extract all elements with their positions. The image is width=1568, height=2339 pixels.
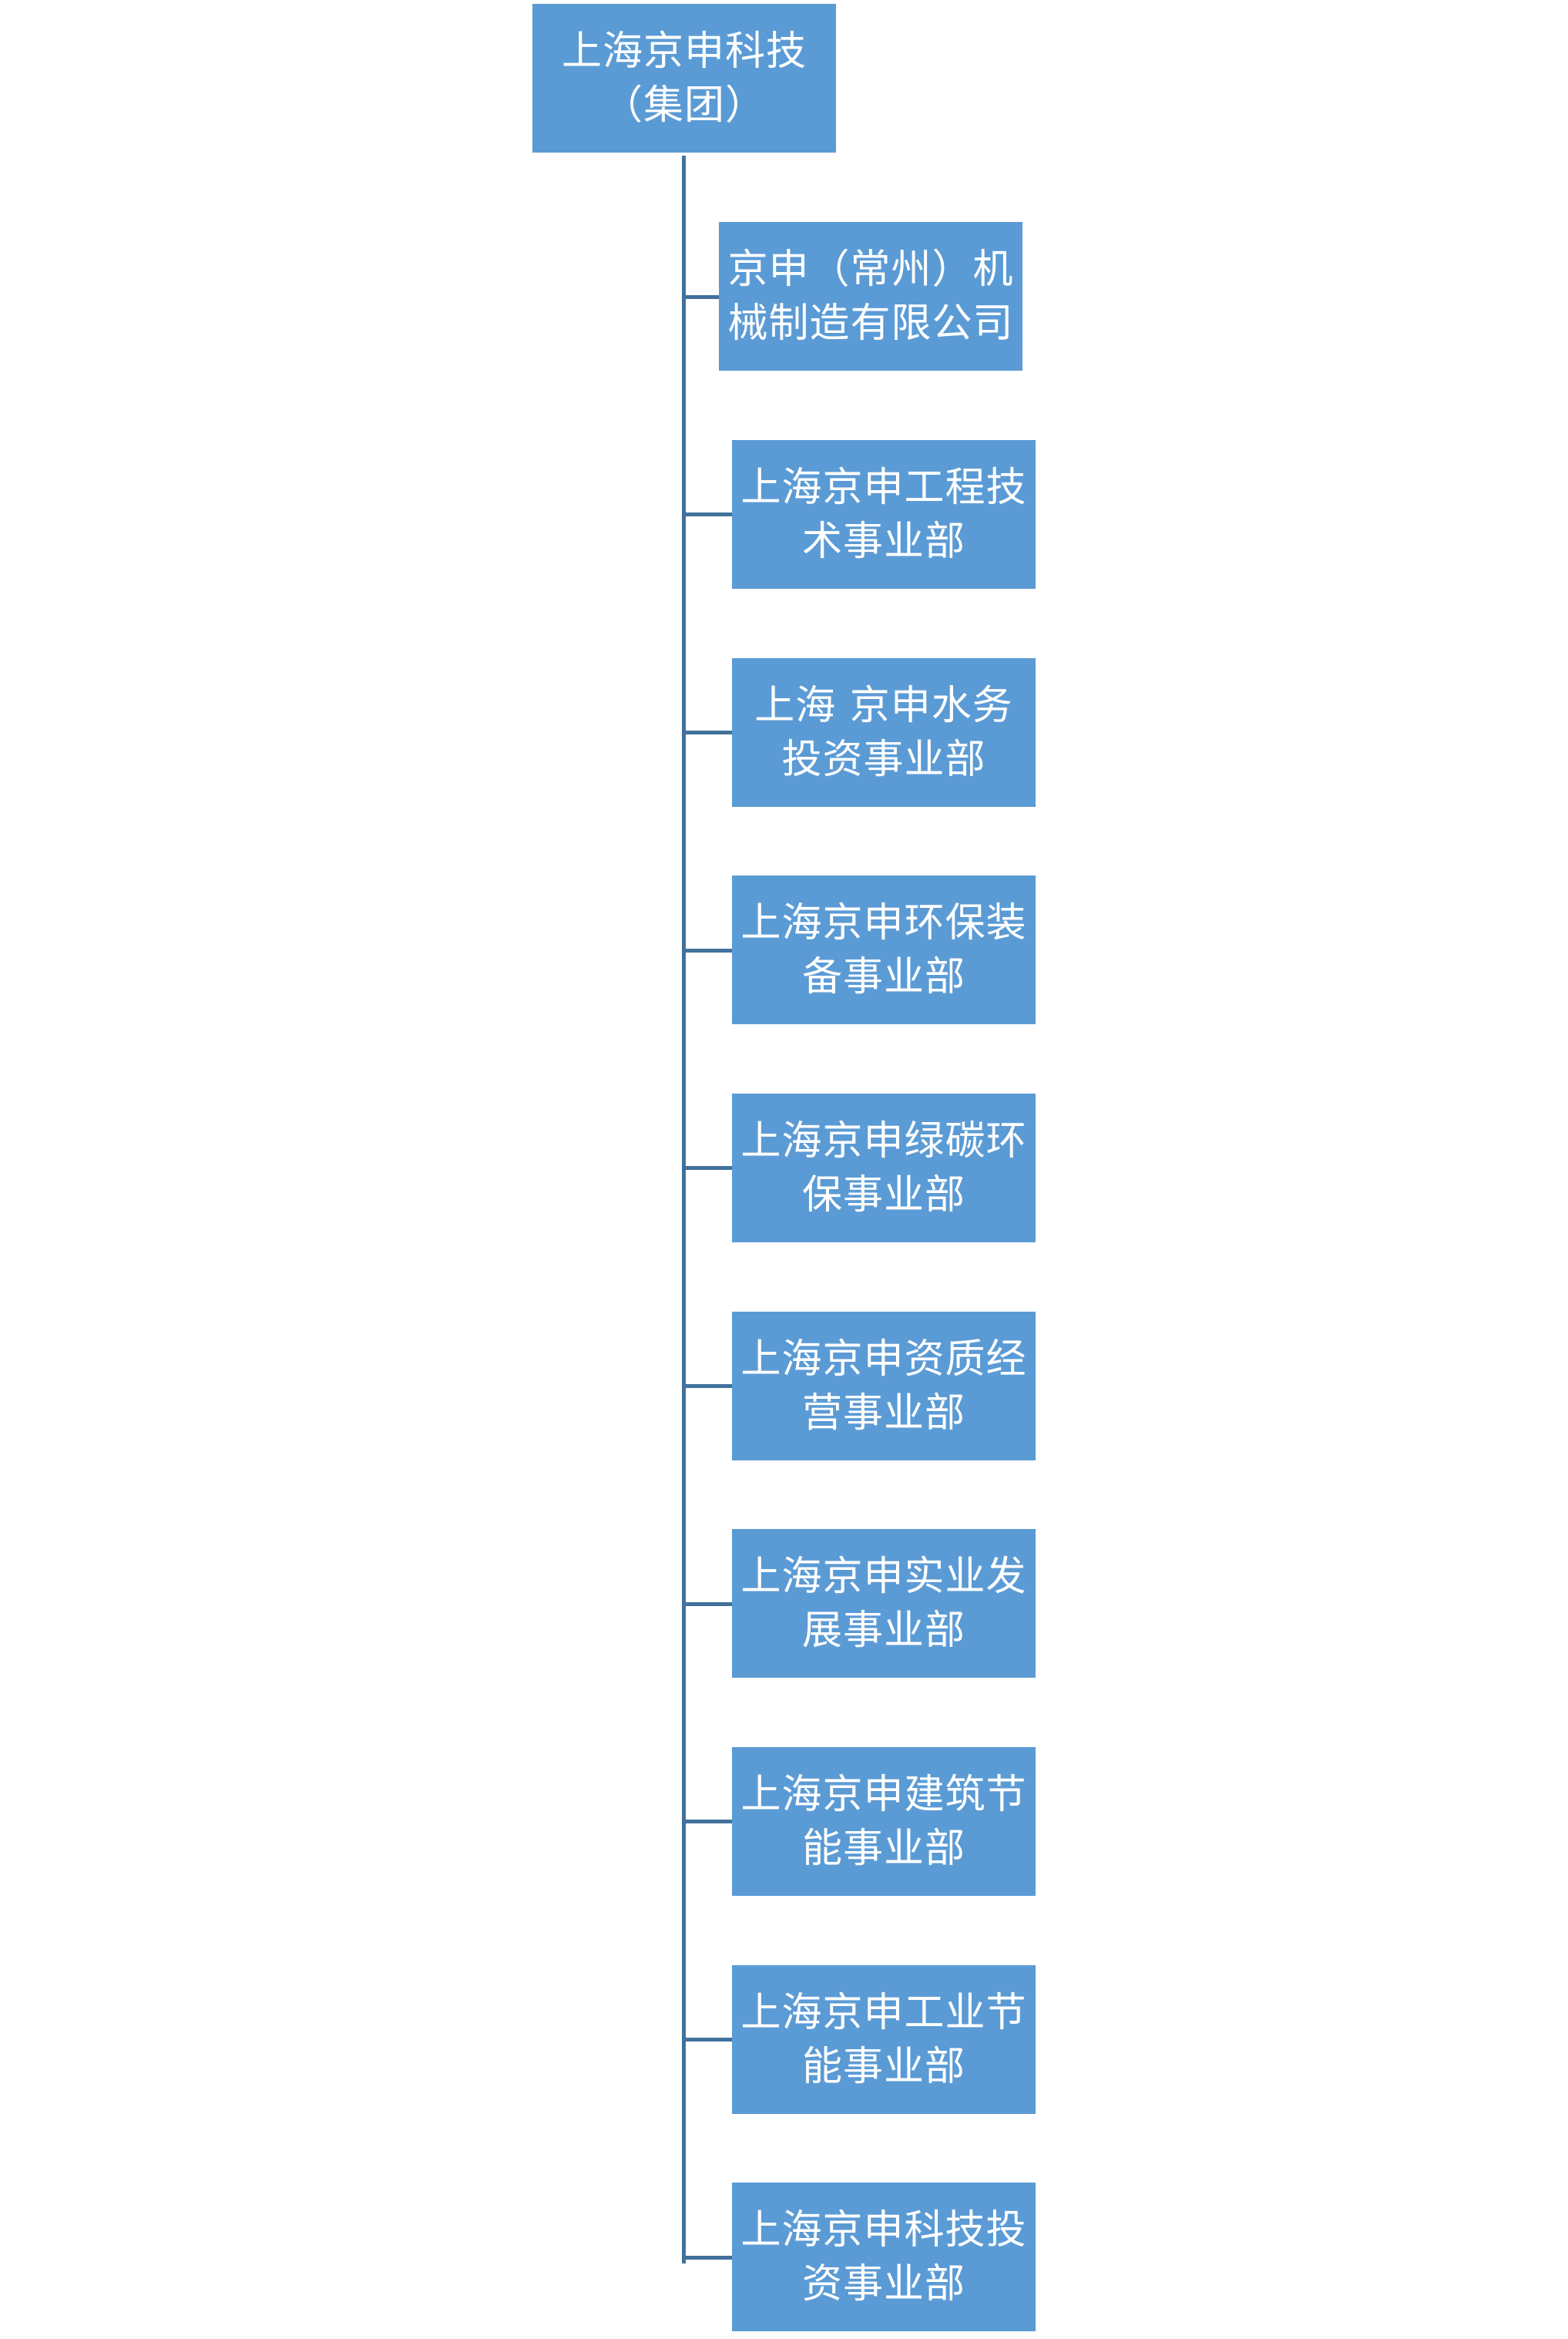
child-node-line: 保事业部 (801, 1171, 965, 1218)
child-node-line: 上海京申环保装 (740, 899, 1027, 946)
child-node-line: 上海京申工程技 (740, 464, 1027, 511)
branch-connector (682, 1820, 732, 1823)
child-node-line: 上海 京申水务 (754, 682, 1013, 729)
branch-connector (682, 1602, 732, 1606)
child-node-line: 备事业部 (801, 953, 965, 1000)
child-node-line: 京申（常州）机 (727, 246, 1014, 293)
branch-connector (682, 731, 732, 734)
branch-connector (682, 1384, 732, 1388)
root-node: 上海京申科技 （集团） (532, 4, 836, 153)
branch-connector (682, 2038, 732, 2042)
branch-connector (682, 2256, 732, 2260)
child-node-line: 上海京申工业节 (740, 1989, 1027, 2036)
child-node-env-equipment: 上海京申环保装 备事业部 (732, 875, 1036, 1024)
child-node-line: 上海京申实业发 (740, 1553, 1027, 1600)
child-node-line: 能事业部 (801, 1825, 965, 1872)
child-node-line: 上海京申科技投 (740, 2206, 1027, 2253)
root-node-line: （集团） (602, 82, 766, 129)
child-node-line: 营事业部 (801, 1390, 965, 1437)
child-node-engineering-tech: 上海京申工程技 术事业部 (732, 440, 1036, 589)
child-node-qualification: 上海京申资质经 营事业部 (732, 1312, 1036, 1460)
child-node-industrial-development: 上海京申实业发 展事业部 (732, 1529, 1036, 1678)
child-node-green-carbon: 上海京申绿碳环 保事业部 (732, 1094, 1036, 1242)
child-node-changzhou-machinery: 京申（常州）机 械制造有限公司 (719, 222, 1022, 371)
child-node-line: 展事业部 (801, 1607, 965, 1654)
child-node-building-energy: 上海京申建筑节 能事业部 (732, 1747, 1036, 1896)
child-node-line: 上海京申资质经 (740, 1336, 1027, 1383)
child-node-water-investment: 上海 京申水务 投资事业部 (732, 658, 1036, 807)
child-node-line: 术事业部 (801, 518, 965, 565)
child-node-industrial-energy: 上海京申工业节 能事业部 (732, 1965, 1036, 2114)
branch-connector (682, 512, 732, 516)
branch-connector (682, 1166, 732, 1170)
branch-connector (682, 295, 720, 299)
child-node-line: 上海京申绿碳环 (740, 1117, 1027, 1164)
trunk-connector (682, 156, 686, 2263)
child-node-line: 能事业部 (801, 2043, 965, 2090)
child-node-line: 资事业部 (801, 2260, 965, 2307)
child-node-tech-investment: 上海京申科技投 资事业部 (732, 2183, 1036, 2331)
branch-connector (682, 949, 732, 953)
child-node-line: 械制造有限公司 (727, 300, 1014, 347)
child-node-line: 投资事业部 (781, 736, 986, 783)
root-node-line: 上海京申科技 (561, 28, 807, 75)
child-node-line: 上海京申建筑节 (740, 1771, 1027, 1818)
